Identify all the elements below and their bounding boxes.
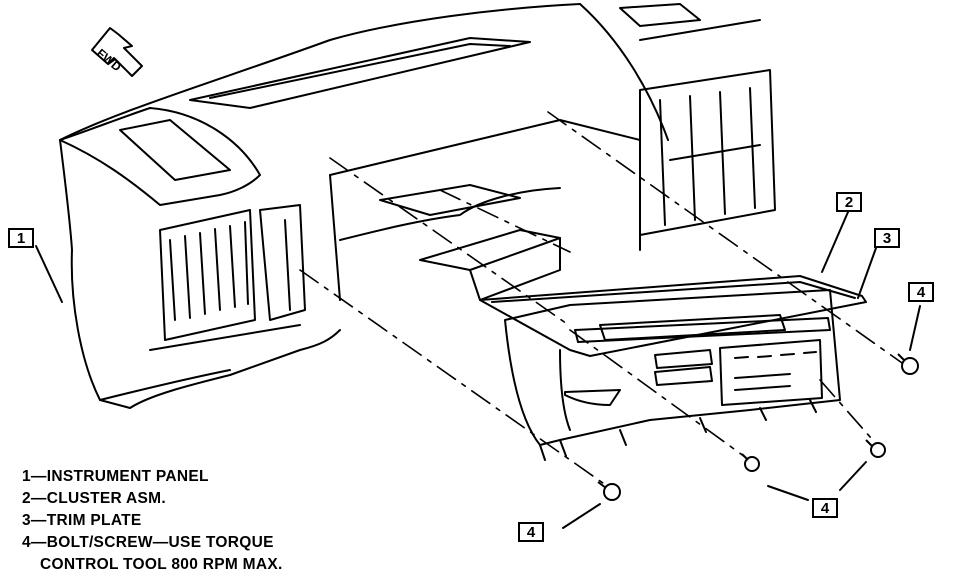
parts-legend: 1—INSTRUMENT PANEL 2—CLUSTER ASM. 3—TRIM…	[22, 466, 283, 576]
bolts	[597, 353, 919, 501]
legend-item: 2—CLUSTER ASM.	[22, 490, 166, 507]
callout-bolt-bottom-left: 4	[518, 522, 544, 542]
legend-item: 1—INSTRUMENT PANEL	[22, 468, 209, 485]
legend-item: 3—TRIM PLATE	[22, 512, 142, 529]
leader-lines	[35, 211, 921, 529]
callout-bolt-right: 4	[908, 282, 934, 302]
bolt-icon	[897, 353, 919, 375]
instrument-panel-shape	[59, 3, 776, 409]
alignment-lines	[299, 111, 913, 489]
callout-trim-plate: 3	[874, 228, 900, 248]
bolt-icon	[597, 481, 621, 501]
fwd-arrow-icon	[91, 27, 143, 77]
callout-cluster-assembly: 2	[836, 192, 862, 212]
bolt-icon	[741, 453, 760, 472]
trim-plate-shape	[479, 275, 867, 357]
legend-item: 4—BOLT/SCREW—USE TORQUE	[22, 534, 274, 551]
legend-item-continuation: CONTROL TOOL 800 RPM MAX.	[40, 556, 283, 573]
callout-instrument-panel: 1	[8, 228, 34, 248]
bolt-icon	[865, 439, 886, 458]
callout-bolt-bottom-right: 4	[812, 498, 838, 518]
cluster-assembly-shape	[504, 289, 841, 461]
